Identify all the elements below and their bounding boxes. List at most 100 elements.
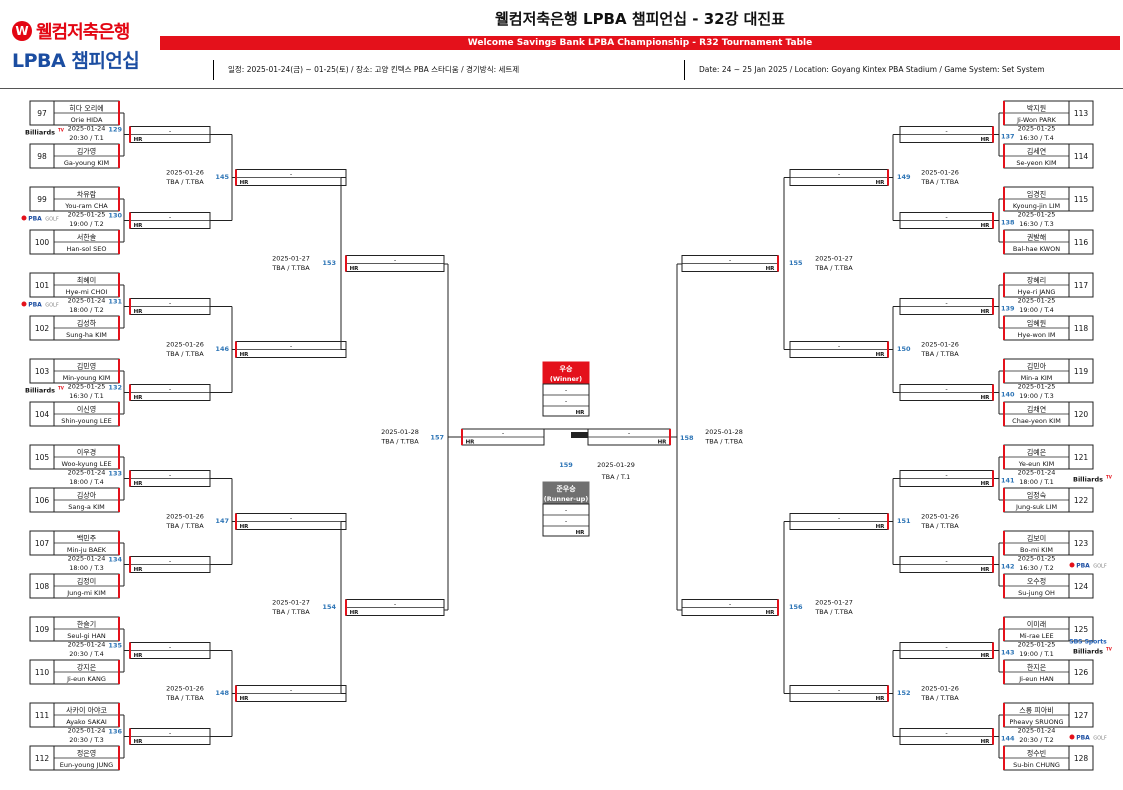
player-name-en: Se-yeon KIM <box>1016 159 1056 167</box>
welcome-logo-icon: W <box>12 21 32 41</box>
player-name-en: Jung-mi KIM <box>66 589 106 597</box>
player-name-en: Hye-mi CHOI <box>66 288 108 296</box>
player-seed: 106 <box>35 496 50 505</box>
player-name-kr: 장혜리 <box>1027 276 1046 285</box>
header-divider <box>0 88 1123 89</box>
score-dash: - <box>945 127 948 135</box>
match-date: 2025-01-27 <box>272 255 310 263</box>
match-number: 129 <box>108 126 122 134</box>
seed-box <box>29 401 55 427</box>
player-seed: 112 <box>35 754 50 763</box>
match-time: TBA / T.TBA <box>271 264 310 272</box>
match-time: TBA / T.TBA <box>165 178 204 186</box>
player-seed: 104 <box>35 410 50 419</box>
hr-label: HR <box>134 567 144 573</box>
seed-box <box>1068 487 1094 513</box>
match-number: 146 <box>215 345 229 353</box>
player-seed: 128 <box>1074 754 1089 763</box>
player-seed: 113 <box>1074 109 1089 118</box>
seed-box <box>1068 444 1094 470</box>
pba-golf-icon <box>21 301 27 307</box>
player-seed: 126 <box>1074 668 1089 677</box>
score-dash: - <box>945 471 948 479</box>
player-name-en: Woo-kyung LEE <box>61 460 111 468</box>
player-seed: 98 <box>37 152 47 161</box>
score-dash: - <box>502 429 505 437</box>
billiards-tv-sup: TV <box>1106 475 1113 480</box>
match-time: TBA / T.TBA <box>165 350 204 358</box>
hr-label: HR <box>134 739 144 745</box>
match-number: 133 <box>108 470 122 478</box>
player-seed: 101 <box>35 281 50 290</box>
golf-logo: GOLF <box>1093 736 1107 742</box>
match-number: 137 <box>1001 133 1015 141</box>
player-seed: 123 <box>1074 539 1089 548</box>
seed-box <box>29 186 55 212</box>
logo-brand: 웰컴저축은행 <box>36 22 130 43</box>
match-time: TBA / T.TBA <box>380 438 419 446</box>
player-name-kr: 임정숙 <box>1027 491 1047 500</box>
seed-box <box>29 444 55 470</box>
winner-name-kr: - <box>565 386 568 394</box>
match-date: 2025-01-25 <box>1018 125 1056 133</box>
score-dash: - <box>290 514 293 522</box>
score-dash: - <box>838 170 841 178</box>
player-seed: 100 <box>35 238 50 247</box>
hr-label: HR <box>876 696 886 702</box>
hr-label: HR <box>766 610 776 616</box>
runner-up-hr: HR <box>576 530 586 536</box>
match-number: 154 <box>322 603 336 611</box>
match-date: 2025-01-24 <box>68 125 106 133</box>
player-name-en: Ji-eun HAN <box>1018 675 1054 683</box>
match-number: 139 <box>1001 305 1015 313</box>
player-name-en: Jung-suk LIM <box>1015 503 1057 511</box>
player-name-kr: 김채연 <box>1027 405 1046 414</box>
player-name-en: Bo-mi KIM <box>1020 546 1053 554</box>
runner-up-label-en: (Runner-up) <box>544 495 588 503</box>
hr-label: HR <box>981 137 991 143</box>
match-time: 20:30 / T.4 <box>69 650 103 658</box>
player-seed: 115 <box>1074 195 1089 204</box>
match-time: 19:00 / T.4 <box>1019 306 1053 314</box>
match-date: 2025-01-26 <box>921 169 959 177</box>
pba-golf-icon <box>1069 734 1075 740</box>
match-number: 143 <box>1001 649 1015 657</box>
match-number: 136 <box>108 728 122 736</box>
hr-label: HR <box>240 352 250 358</box>
player-seed: 107 <box>35 539 50 548</box>
hr-label: HR <box>134 223 144 229</box>
match-date: 2025-01-25 <box>68 211 106 219</box>
match-number: 132 <box>108 384 122 392</box>
score-dash: - <box>729 256 732 264</box>
match-time: TBA / T.TBA <box>814 264 853 272</box>
player-seed: 114 <box>1074 152 1089 161</box>
player-name-kr: 임경진 <box>1027 190 1046 199</box>
seed-box <box>1068 616 1094 642</box>
player-name-en: Ye-eun KIM <box>1018 460 1055 468</box>
player-name-kr: 김민영 <box>77 362 96 371</box>
match-number: 140 <box>1001 391 1015 399</box>
player-seed: 103 <box>35 367 50 376</box>
match-date: 2025-01-24 <box>68 641 106 649</box>
pba-logo: PBA <box>28 302 42 309</box>
runner-up-name-kr: - <box>565 506 568 514</box>
title-banner: Welcome Savings Bank LPBA Championship -… <box>160 36 1120 50</box>
runner-up-box <box>542 503 590 537</box>
match-time: 18:00 / T.3 <box>69 564 103 572</box>
hr-label: HR <box>134 309 144 315</box>
player-name-en: Ji-Won PARK <box>1016 116 1056 124</box>
score-dash: - <box>945 729 948 737</box>
seed-box <box>29 358 55 384</box>
pba-golf-icon <box>1069 562 1075 568</box>
runner-up-name-en: - <box>565 517 568 525</box>
seed-box <box>1068 659 1094 685</box>
billiards-tv-sup: TV <box>1106 647 1113 652</box>
player-name-kr: 김예은 <box>1027 448 1047 457</box>
match-number: 152 <box>897 689 911 697</box>
hr-label: HR <box>981 481 991 487</box>
pba-logo: PBA <box>1076 735 1090 742</box>
match-time: TBA / T.TBA <box>165 522 204 530</box>
player-name-kr: 김보미 <box>1027 534 1046 543</box>
billiards-tv-logo: Billiards <box>25 387 55 395</box>
player-seed: 111 <box>35 711 50 720</box>
